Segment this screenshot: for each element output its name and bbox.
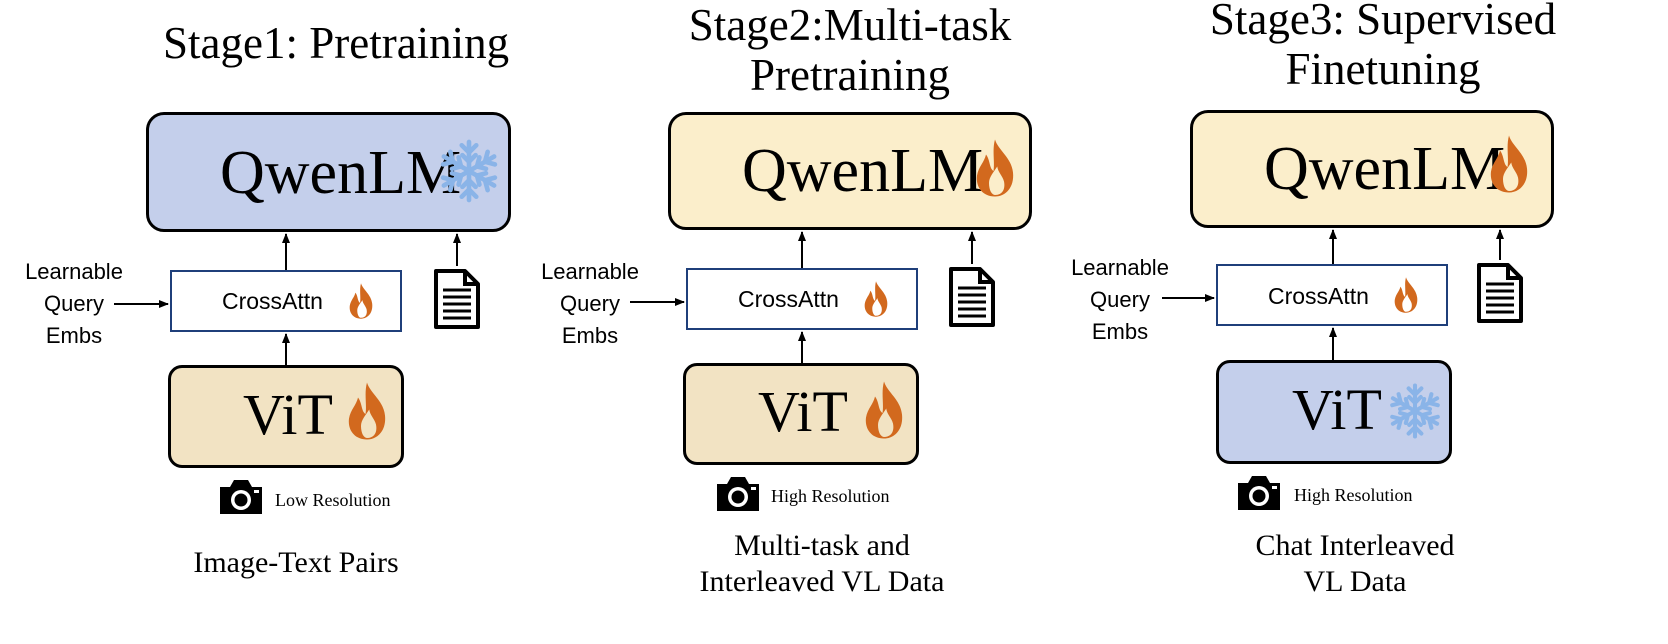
query-line: Learnable (1071, 255, 1169, 280)
stage-2-title-line: Stage2:Multi-task (688, 0, 1012, 50)
stage-1-crossattn-label: CrossAttn (222, 288, 323, 314)
stage-3-qwenlm-label: QwenLM (1264, 135, 1506, 203)
stage-3-vit-label: ViT (1292, 377, 1382, 442)
data-line: Image-Text Pairs (193, 546, 399, 579)
query-line: Query (1090, 287, 1150, 312)
query-line: Embs (45, 323, 103, 348)
flame-icon (348, 382, 386, 440)
snowflake-icon (1386, 383, 1444, 440)
document-icon (1477, 263, 1523, 323)
stage-1-title-line: Stage1: Pretraining (163, 18, 510, 68)
flame-icon (864, 281, 888, 317)
stage-1-vit-box (168, 365, 404, 468)
stage-1-title: Stage1: Pretraining (163, 18, 509, 68)
data-line: Interleaved VL Data (699, 565, 945, 598)
stage-3-title-line: Finetuning (1285, 44, 1481, 94)
query-line: Query (560, 291, 620, 316)
flame-icon (1490, 135, 1528, 193)
query-line: Embs (561, 323, 619, 348)
stage-2-title: Stage2:Multi-task Pretraining (650, 0, 1050, 100)
stage-1-resolution-label: Low Resolution (275, 490, 391, 510)
stage-1-query-label: Learnable Query Embs (14, 256, 134, 352)
stage-2-title-line: Pretraining (750, 50, 950, 100)
stage-2-vit-label: ViT (758, 379, 848, 444)
flame-icon (976, 139, 1014, 197)
stage-3-title-line: Stage3: Supervised (1209, 0, 1557, 44)
data-line: Chat Interleaved (1255, 529, 1455, 562)
data-line: VL Data (1303, 565, 1407, 598)
flame-icon (1394, 277, 1418, 313)
stage-2-resolution-label: High Resolution (771, 486, 890, 506)
document-icon (434, 269, 480, 329)
query-line: Learnable (541, 259, 639, 284)
stage-3-vit-box (1216, 360, 1452, 464)
data-line: Multi-task and (734, 529, 910, 562)
snowflake-icon (436, 139, 502, 204)
stage-1-vit-label: ViT (243, 382, 333, 447)
stage-3-resolution-label: High Resolution (1294, 485, 1413, 505)
stage-1-qwenlm-label: QwenLM (220, 139, 462, 207)
query-line: Learnable (25, 259, 123, 284)
camera-icon (1238, 476, 1280, 510)
stage-2-qwenlm-label: QwenLM (742, 137, 984, 205)
stage-2-data-label: Multi-task and Interleaved VL Data (672, 528, 972, 600)
document-icon (949, 267, 995, 327)
camera-icon (717, 477, 759, 511)
stage-3-query-label: Learnable Query Embs (1060, 252, 1180, 348)
flame-icon (349, 283, 373, 319)
stage-3-title: Stage3: Supervised Finetuning (1183, 0, 1583, 94)
flame-icon (865, 381, 903, 439)
stage-2-qwenlm-box (668, 112, 1032, 230)
stage-3-data-label: Chat Interleaved VL Data (1205, 528, 1505, 600)
stage-2-crossattn-label: CrossAttn (738, 286, 839, 312)
query-line: Query (44, 291, 104, 316)
query-line: Embs (1091, 319, 1149, 344)
stage-2-query-label: Learnable Query Embs (530, 256, 650, 352)
stage-3-crossattn-label: CrossAttn (1268, 283, 1369, 309)
camera-icon (220, 480, 262, 514)
stage-1-data-label: Image-Text Pairs (146, 545, 446, 581)
